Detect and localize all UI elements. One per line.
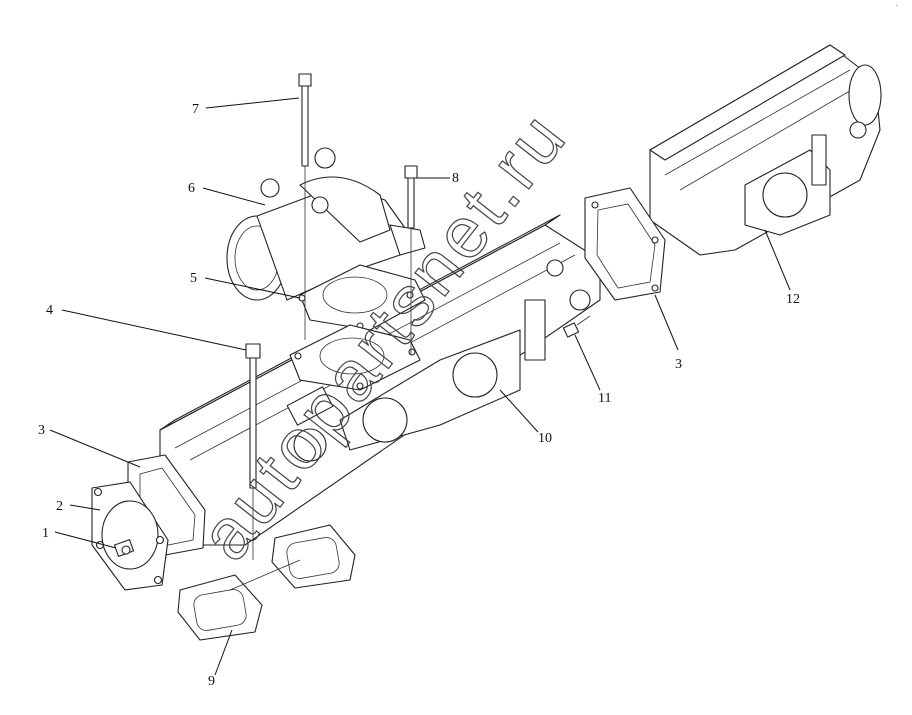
cover-plate	[91, 481, 169, 591]
bolt-stud	[245, 343, 261, 560]
callout-8: 8	[452, 171, 459, 186]
callout-5: 5	[190, 271, 197, 286]
bolt-short	[404, 165, 418, 355]
callout-7: 7	[192, 102, 199, 117]
manifold-section-rear	[649, 44, 882, 256]
bolt-long	[298, 73, 312, 340]
callout-2: 2	[56, 499, 63, 514]
elbow-gasket	[298, 264, 426, 331]
drain-plug	[113, 539, 135, 557]
corner-mark: *	[896, 4, 898, 9]
callout-1: 1	[42, 526, 49, 541]
callout-4: 4	[46, 303, 53, 318]
callout-9: 9	[208, 674, 215, 689]
gasket-rear	[584, 187, 666, 301]
callouts: 1 2 3 3 4 5 6 7 8 9 10 11 12	[38, 97, 800, 689]
gasket-connector	[229, 559, 301, 591]
small-bolt	[562, 315, 591, 338]
mid-gasket	[289, 324, 421, 391]
outlet-elbow	[226, 147, 426, 301]
port-gasket-lower	[177, 574, 263, 641]
callout-12: 12	[786, 292, 800, 307]
port-gasket-upper	[271, 524, 356, 589]
callout-6: 6	[188, 181, 195, 196]
callout-10: 10	[538, 431, 552, 446]
callout-3-front: 3	[38, 423, 45, 438]
callout-3-rear: 3	[675, 357, 682, 372]
callout-11: 11	[598, 391, 611, 406]
